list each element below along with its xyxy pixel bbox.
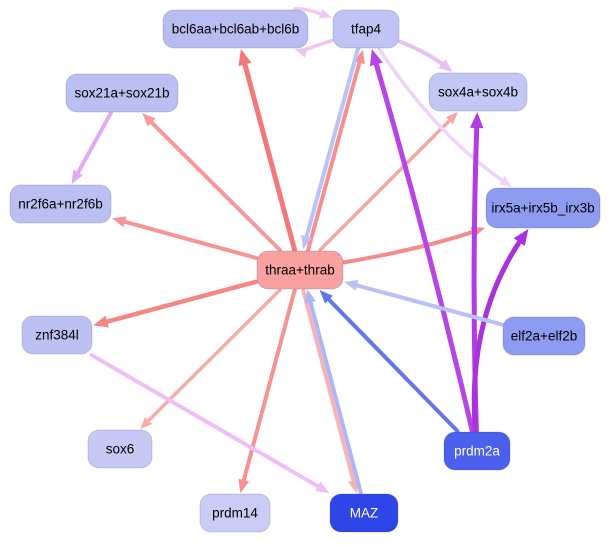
edges-layer (71, 6, 529, 495)
arrowhead-tfap4-to-thraa (301, 234, 312, 250)
arrowhead-thraa-to-bcl6 (238, 49, 252, 67)
edge-thraa-to-maz (301, 288, 357, 489)
node-prdm14[interactable]: prdm14 (199, 493, 271, 533)
arrowhead-thraa-to-sox21 (142, 113, 156, 127)
node-tfap4-box[interactable] (332, 9, 400, 49)
node-elf2-box[interactable] (502, 316, 586, 356)
edge-prdm2a-to-irx5 (471, 233, 526, 434)
node-prdm2a[interactable]: prdm2a (443, 431, 511, 471)
arrowhead-thraa-to-znf384l (93, 315, 109, 328)
node-tfap4[interactable]: tfap4 (332, 9, 400, 49)
arrowhead-bcl6-to-tfap4 (318, 8, 332, 19)
node-irx5-box[interactable] (485, 187, 601, 229)
edge-thraa-to-tfap4 (305, 54, 363, 253)
edge-thraa-to-bcl6 (240, 55, 298, 253)
node-sox6[interactable]: sox6 (87, 429, 153, 469)
edge-znf384l-to-maz (89, 353, 326, 492)
edge-prdm2a-to-tfap4 (371, 54, 475, 434)
node-maz-box[interactable] (329, 493, 399, 533)
edge-tfap4-to-thraa (303, 46, 361, 245)
node-prdm2a-box[interactable] (443, 431, 511, 471)
node-sox4-box[interactable] (428, 72, 528, 112)
node-prdm14-box[interactable] (199, 493, 271, 533)
arrowhead-elf2-to-thraa (344, 280, 359, 291)
node-sox21[interactable]: sox21a+sox21b (65, 73, 179, 113)
arrowhead-tfap4-to-irx5 (499, 176, 512, 187)
node-thraa-box[interactable] (256, 250, 344, 290)
arrowhead-prdm2a-to-sox4 (470, 112, 484, 129)
arrowhead-prdm2a-to-irx5 (513, 229, 529, 246)
arrowhead-prdm2a-to-tfap4 (369, 49, 383, 67)
arrowhead-tfap4-to-bcl6 (294, 48, 308, 58)
edge-thraa-to-prdm14 (240, 288, 297, 488)
node-znf384l-box[interactable] (21, 315, 93, 355)
edge-prdm2a-to-thraa (322, 293, 460, 433)
nodes-layer: bcl6aa+bcl6ab+bcl6b tfap4 sox21a+sox21b sox… (9, 9, 601, 533)
arrowhead-thraa-to-nr2f6 (112, 216, 127, 228)
edge-thraa-to-nr2f6 (117, 218, 258, 260)
node-znf384l[interactable]: znf384l (21, 315, 93, 355)
node-elf2[interactable]: elf2a+elf2b (502, 316, 586, 356)
edge-maz-to-thraa (307, 294, 363, 495)
node-sox4[interactable]: sox4a+sox4b (428, 72, 528, 112)
edge-elf2-to-thraa (349, 281, 504, 327)
node-nr2f6[interactable]: nr2f6a+nr2f6b (9, 184, 112, 224)
node-bcl6[interactable]: bcl6aa+bcl6ab+bcl6b (162, 9, 309, 49)
node-nr2f6-box[interactable] (9, 184, 112, 224)
edge-tfap4-to-irx5 (377, 47, 509, 186)
node-irx5[interactable]: irx5a+irx5b_irx3b (485, 187, 601, 229)
arrowhead-sox21-to-nr2f6 (71, 169, 83, 184)
node-thraa[interactable]: thraa+thrab (256, 250, 344, 290)
arrowhead-thraa-to-prdm14 (238, 478, 250, 493)
arrowhead-thraa-to-sox4 (445, 112, 458, 125)
edge-thraa-to-irx5 (342, 228, 480, 265)
edge-tfap4-to-sox4 (398, 39, 449, 70)
arrowhead-maz-to-thraa (305, 289, 316, 304)
arrowhead-tfap4-to-sox4 (438, 59, 453, 72)
node-maz[interactable]: MAZ (329, 493, 399, 533)
node-sox6-box[interactable] (87, 429, 153, 469)
edge-thraa-to-sox4 (318, 114, 456, 252)
edge-thraa-to-sox21 (145, 116, 282, 252)
edge-sox21-to-nr2f6 (73, 111, 113, 180)
node-sox21-box[interactable] (65, 73, 179, 113)
node-bcl6-box[interactable] (162, 9, 309, 49)
arrowhead-znf384l-to-maz (315, 481, 330, 493)
arrowhead-thraa-to-sox6 (140, 416, 153, 429)
edge-thraa-to-sox6 (143, 288, 282, 427)
edge-thraa-to-znf384l (98, 279, 259, 326)
arrowhead-prdm2a-to-thraa (319, 290, 333, 304)
